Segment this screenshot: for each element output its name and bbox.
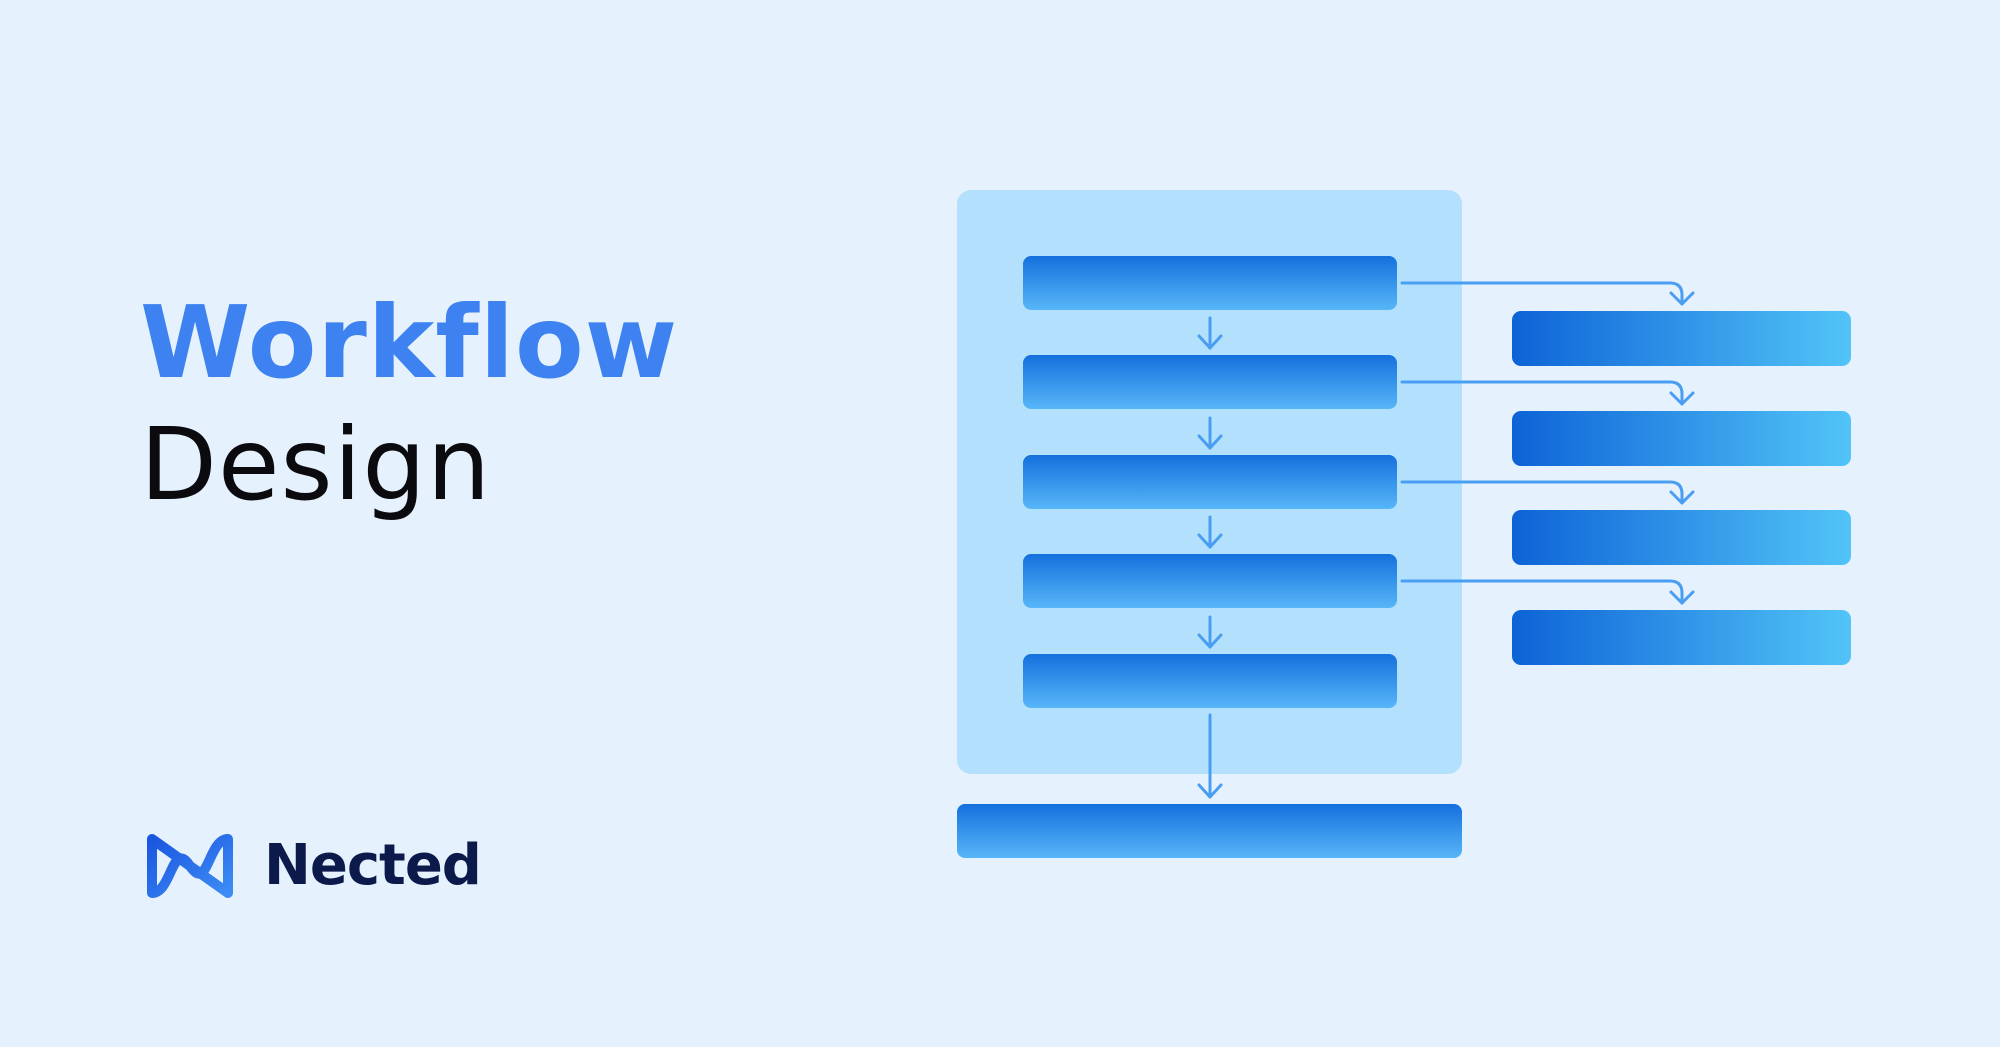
branch-step-3	[1512, 510, 1851, 565]
brand-name: Nected	[264, 833, 482, 898]
main-step-1	[1023, 256, 1397, 310]
branch-step-2	[1512, 411, 1851, 466]
main-step-5	[1023, 654, 1397, 708]
down-arrow-3	[1197, 515, 1223, 549]
branch-step-4	[1512, 610, 1851, 665]
branch-arrow-1	[1400, 281, 1695, 306]
down-arrow-4	[1197, 615, 1223, 649]
nected-logo-icon	[147, 834, 233, 898]
final-step	[957, 804, 1462, 858]
main-step-2	[1023, 355, 1397, 409]
branch-arrow-4	[1400, 579, 1695, 605]
branch-step-1	[1512, 311, 1851, 366]
down-arrow-2	[1197, 416, 1223, 450]
main-step-3	[1023, 455, 1397, 509]
title-design: Design	[140, 406, 492, 523]
title-workflow: Workflow	[140, 284, 679, 401]
down-arrow-1	[1197, 316, 1223, 350]
brand: Nected	[142, 828, 482, 904]
branch-arrow-2	[1400, 380, 1695, 406]
branch-arrow-3	[1400, 480, 1695, 505]
down-arrow-final	[1197, 713, 1223, 799]
main-step-4	[1023, 554, 1397, 608]
